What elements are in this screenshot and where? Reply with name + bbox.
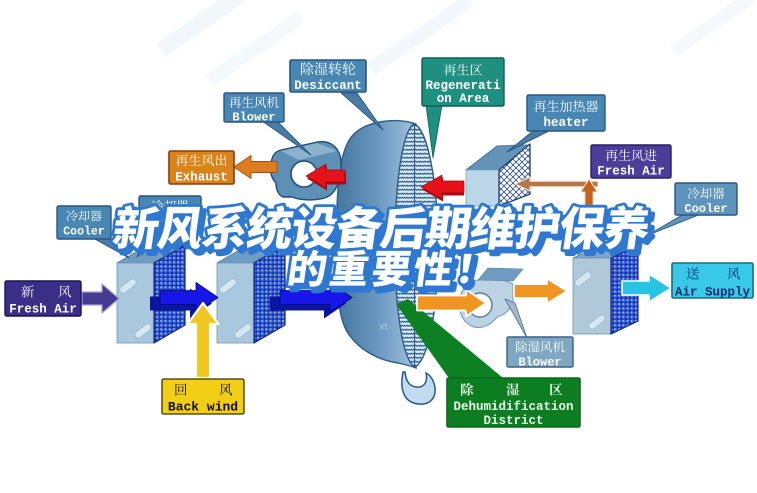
svg-text:Fresh Air: Fresh Air (597, 165, 665, 179)
svg-text:Desiccant: Desiccant (294, 79, 362, 93)
svg-text:Fresh Air: Fresh Air (9, 303, 77, 317)
svg-text:on Area: on Area (437, 92, 490, 106)
svg-text:heater: heater (543, 116, 588, 130)
svg-text:Cooler: Cooler (684, 202, 727, 216)
svg-text:Air Supply: Air Supply (675, 286, 751, 300)
svg-text:xt: xt (379, 321, 388, 333)
svg-text:Back wind: Back wind (168, 400, 238, 415)
svg-text:Cooler: Cooler (63, 226, 105, 239)
svg-text:Regenerati: Regenerati (425, 79, 500, 93)
svg-text:District: District (483, 414, 543, 428)
svg-text:Blower: Blower (232, 110, 275, 124)
svg-text:Blower: Blower (518, 355, 561, 369)
svg-text:Dehumidification: Dehumidification (453, 400, 573, 414)
svg-text:Exhaust: Exhaust (175, 171, 228, 185)
